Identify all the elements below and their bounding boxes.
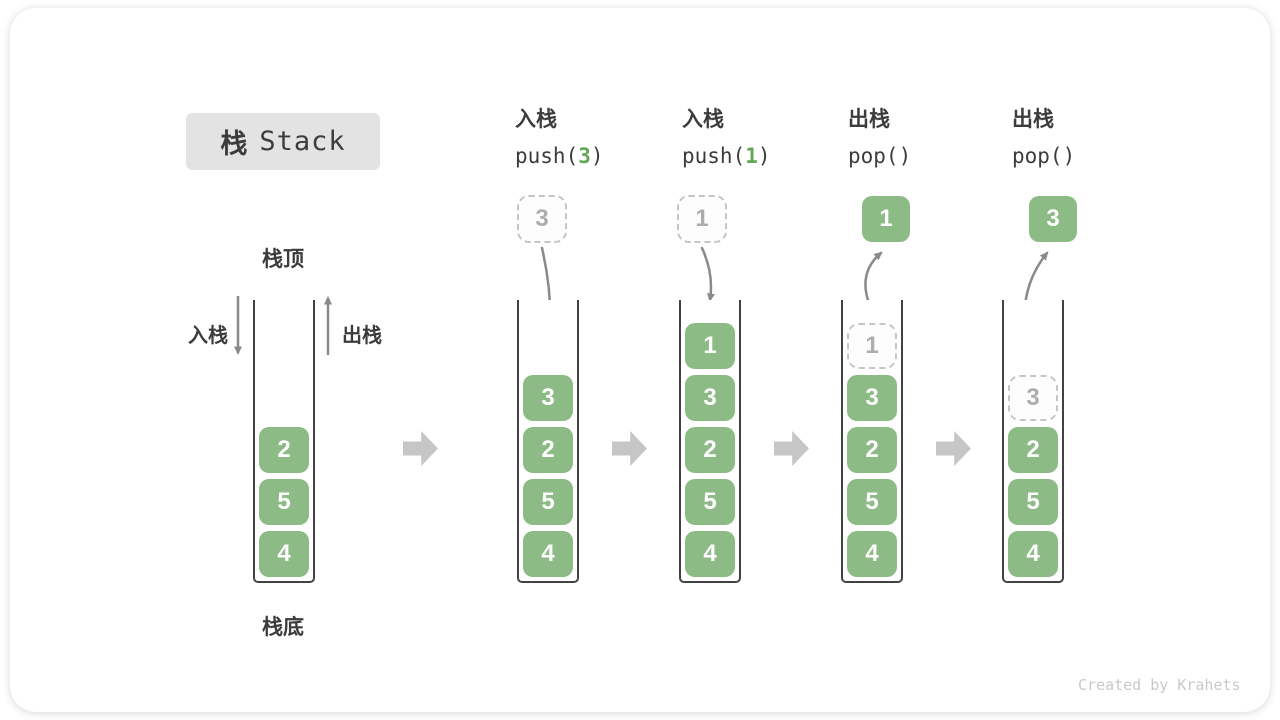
stack-cell: 5 xyxy=(1008,479,1058,525)
code-text: push( xyxy=(682,144,746,168)
code-text: pop( xyxy=(848,144,899,168)
op-code: push(1) xyxy=(682,144,771,168)
stack-bottom-label: 栈底 xyxy=(262,616,304,639)
stack-cells: 1 3 2 5 4 xyxy=(681,300,739,581)
stack-cell: 5 xyxy=(259,479,309,525)
op-label: 入栈 xyxy=(682,108,724,131)
stack-cell: 3 xyxy=(523,375,573,421)
pop-label: 出栈 xyxy=(342,325,382,347)
code-text: pop( xyxy=(1012,144,1063,168)
stack-container-4: 1 3 2 5 4 xyxy=(841,300,903,583)
stack-cells: 3 2 5 4 xyxy=(519,300,577,581)
stack-container-2: 3 2 5 4 xyxy=(517,300,579,583)
code-text: ) xyxy=(898,144,912,168)
code-arg: 1 xyxy=(745,144,758,168)
stack-cell: 4 xyxy=(523,531,573,577)
watermark: Created by Krahets xyxy=(1078,676,1241,694)
code-text: ) xyxy=(590,144,604,168)
op-header-pop-1: 出栈 pop() xyxy=(848,108,911,168)
title-en: Stack xyxy=(259,126,346,157)
title-zh: 栈 xyxy=(220,129,248,159)
code-text: ) xyxy=(1062,144,1076,168)
stack-cell: 2 xyxy=(847,427,897,473)
stack-container-3: 1 3 2 5 4 xyxy=(679,300,741,583)
stack-cell: 5 xyxy=(523,479,573,525)
stack-cells: 1 3 2 5 4 xyxy=(843,300,901,581)
stack-cell: 2 xyxy=(523,427,573,473)
title-box: 栈 Stack xyxy=(186,113,380,170)
stack-cell: 2 xyxy=(685,427,735,473)
incoming-value-box: 1 xyxy=(677,195,727,243)
stack-cells: 3 2 5 4 xyxy=(1004,300,1062,581)
incoming-value-box: 3 xyxy=(517,195,567,243)
op-code: pop() xyxy=(848,144,911,168)
outgoing-value-box: 3 xyxy=(1029,196,1077,242)
stack-cell: 3 xyxy=(847,375,897,421)
stack-cell: 4 xyxy=(1008,531,1058,577)
stack-cell: 2 xyxy=(259,427,309,473)
code-text: push( xyxy=(515,144,579,168)
op-header-pop-3: 出栈 pop() xyxy=(1012,108,1075,168)
ghost-cell: 1 xyxy=(847,323,897,369)
stack-container-5: 3 2 5 4 xyxy=(1002,300,1064,583)
outgoing-value-box: 1 xyxy=(862,196,910,242)
op-header-push-1: 入栈 push(1) xyxy=(682,108,771,168)
stack-cell: 4 xyxy=(685,531,735,577)
op-code: push(3) xyxy=(515,144,604,168)
push-label: 入栈 xyxy=(188,325,228,347)
stack-top-label: 栈顶 xyxy=(262,248,304,271)
op-code: pop() xyxy=(1012,144,1075,168)
code-arg: 3 xyxy=(578,144,591,168)
stack-cell: 5 xyxy=(685,479,735,525)
stack-container-1: 2 5 4 xyxy=(253,300,315,583)
stack-cell: 5 xyxy=(847,479,897,525)
op-label: 出栈 xyxy=(848,108,890,131)
stack-cell: 3 xyxy=(685,375,735,421)
code-text: ) xyxy=(757,144,771,168)
stack-cell: 4 xyxy=(847,531,897,577)
op-label: 出栈 xyxy=(1012,108,1054,131)
stack-cell: 4 xyxy=(259,531,309,577)
stack-cells: 2 5 4 xyxy=(255,300,313,581)
ghost-cell: 3 xyxy=(1008,375,1058,421)
stack-cell: 1 xyxy=(685,323,735,369)
op-header-push-3: 入栈 push(3) xyxy=(515,108,604,168)
op-label: 入栈 xyxy=(515,108,557,131)
stack-cell: 2 xyxy=(1008,427,1058,473)
